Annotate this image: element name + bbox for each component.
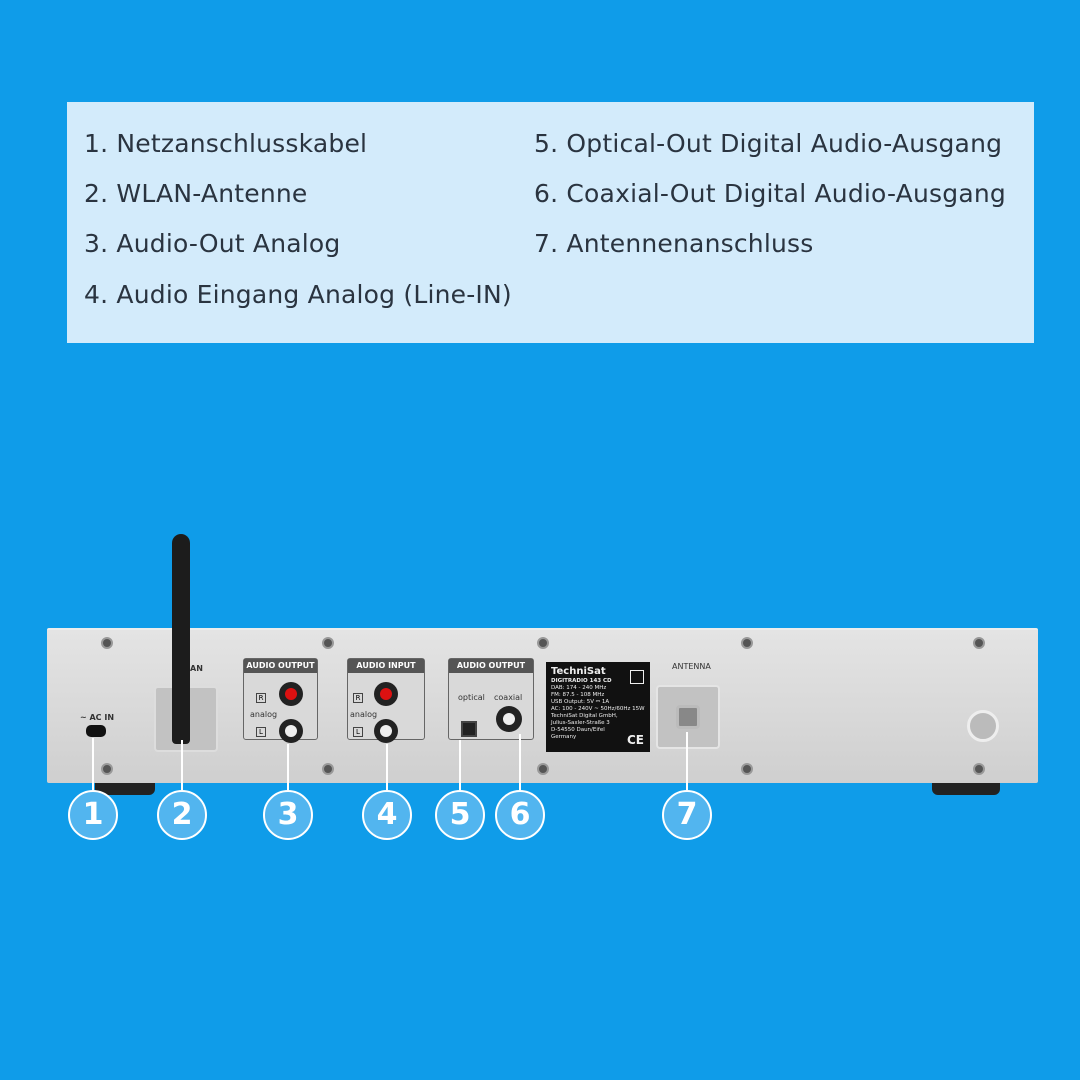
screw-icon	[741, 637, 753, 649]
rca-jack-left[interactable]	[279, 719, 303, 743]
legend-item: 6. Coaxial-Out Digital Audio-Ausgang	[534, 179, 1006, 208]
label-line: USB Output: 5V ⎓ 1A	[551, 699, 610, 705]
callout-line	[386, 744, 388, 790]
rca-jack-right[interactable]	[279, 682, 303, 706]
marker-1: 1	[68, 790, 118, 840]
l-label: L	[353, 727, 363, 737]
device-foot	[95, 783, 155, 795]
audio-output-heading: AUDIO OUTPUT	[449, 659, 533, 673]
label-line: FM: 87.5 - 108 MHz	[551, 692, 605, 698]
marker-5: 5	[435, 790, 485, 840]
coaxial-port[interactable]	[496, 706, 522, 732]
audio-input-heading: AUDIO INPUT	[348, 659, 424, 673]
brand-logo: TechniSat	[551, 666, 606, 677]
legend-item: 1. Netzanschlusskabel	[84, 129, 368, 158]
legend-item: 4. Audio Eingang Analog (Line-IN)	[84, 280, 512, 309]
legend-item: 5. Optical-Out Digital Audio-Ausgang	[534, 129, 1003, 158]
callout-line	[459, 740, 461, 790]
marker-6: 6	[495, 790, 545, 840]
screw-icon	[322, 763, 334, 775]
callout-line	[686, 732, 688, 790]
legend-item: 7. Antennenanschluss	[534, 229, 814, 258]
kensington-lock	[967, 710, 999, 742]
r-label: R	[256, 693, 266, 703]
callout-line	[519, 734, 521, 790]
screw-icon	[322, 637, 334, 649]
model-name: DIGITRADIO 143 CD	[551, 678, 612, 684]
ac-in-socket[interactable]	[86, 725, 106, 737]
callout-line	[287, 744, 289, 790]
screw-icon	[537, 763, 549, 775]
callout-line	[181, 740, 183, 790]
label-line: Julius-Saxler-Straße 3	[551, 720, 610, 726]
rating-label: TechniSat DIGITRADIO 143 CD DAB: 174 - 2…	[546, 662, 650, 752]
marker-7: 7	[662, 790, 712, 840]
marker-2: 2	[157, 790, 207, 840]
marker-3: 3	[263, 790, 313, 840]
label-line: D-54550 Daun/Eifel	[551, 727, 605, 733]
screw-icon	[741, 763, 753, 775]
label-line: TechniSat Digital GmbH,	[551, 713, 618, 719]
antenna-label: ANTENNA	[672, 662, 711, 671]
l-label: L	[256, 727, 266, 737]
screw-icon	[973, 637, 985, 649]
callout-line	[92, 738, 94, 790]
label-line: Germany	[551, 734, 577, 740]
label-line: AC: 100 - 240V ~ 50Hz/60Hz 15W	[551, 706, 645, 712]
r-label: R	[353, 693, 363, 703]
marker-4: 4	[362, 790, 412, 840]
analog-label: analog	[350, 710, 378, 719]
wlan-label: AN	[190, 664, 203, 673]
legend-item: 2. WLAN-Antenne	[84, 179, 308, 208]
ac-in-label: ~ AC IN	[80, 713, 115, 722]
legend-panel: 1. Netzanschlusskabel 2. WLAN-Antenne 3.…	[67, 102, 1034, 343]
screw-icon	[973, 763, 985, 775]
optical-port[interactable]	[461, 721, 477, 737]
device-foot	[932, 783, 1000, 795]
label-line: DAB: 174 - 240 MHz	[551, 685, 607, 691]
audio-output-heading: AUDIO OUTPUT	[244, 659, 317, 673]
rca-jack-left[interactable]	[374, 719, 398, 743]
rca-jack-right[interactable]	[374, 682, 398, 706]
screw-icon	[537, 637, 549, 649]
screw-icon	[101, 637, 113, 649]
screw-icon	[101, 763, 113, 775]
legend-item: 3. Audio-Out Analog	[84, 229, 341, 258]
antenna-connector[interactable]	[676, 705, 700, 729]
ce-mark: CE	[626, 733, 644, 747]
class-ii-icon	[630, 670, 644, 684]
coaxial-label: coaxial	[494, 693, 523, 702]
analog-label: analog	[250, 710, 278, 719]
wlan-antenna[interactable]	[172, 534, 190, 744]
optical-label: optical	[458, 693, 485, 702]
